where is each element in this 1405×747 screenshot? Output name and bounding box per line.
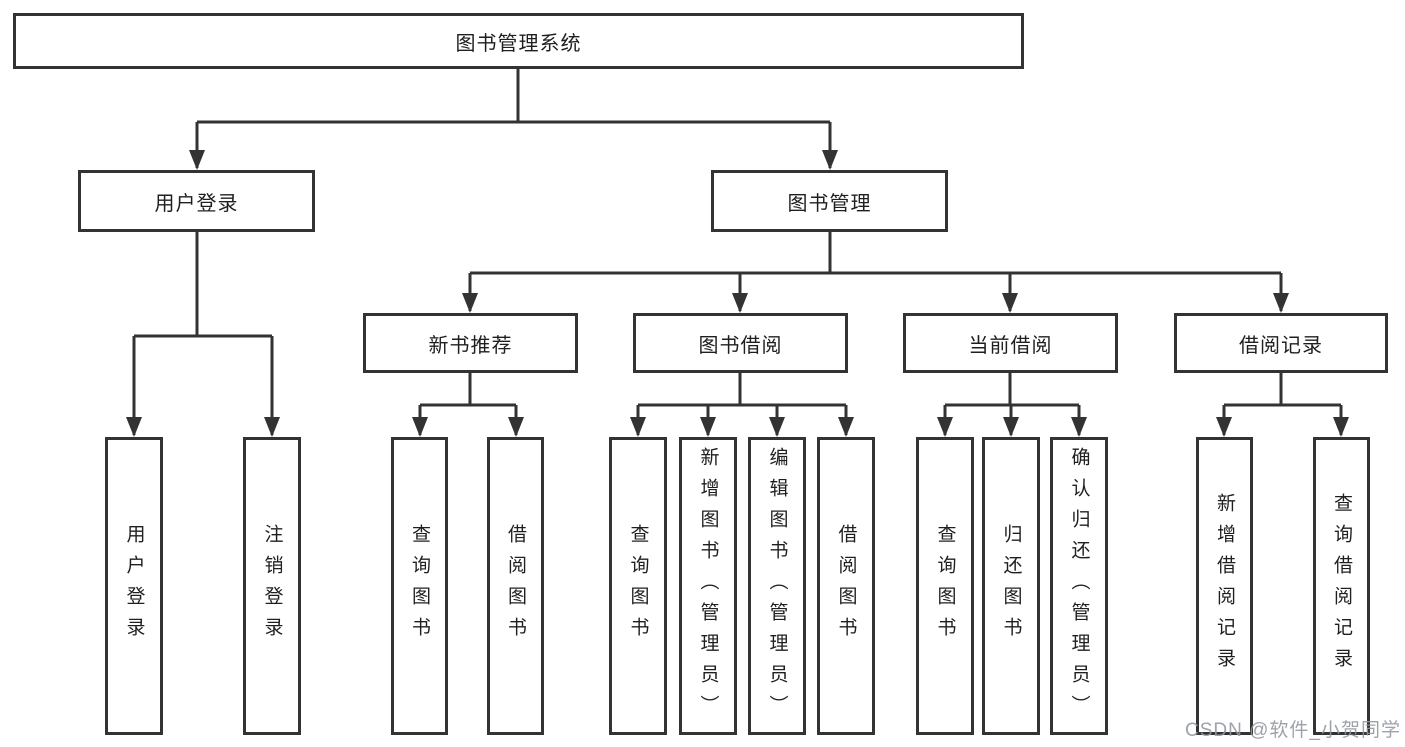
leaf-query-borrow-record: 查询借阅记录 (1313, 437, 1370, 735)
node-label: 查询图书 (409, 524, 430, 648)
leaf-logout: 注销登录 (243, 437, 301, 735)
node-label: 编辑图书（管理员） (766, 446, 788, 726)
node-label: 查询图书 (627, 524, 649, 648)
node-label: 用户登录 (123, 524, 145, 648)
leaf-borrow-books-recommend: 借阅图书 (487, 437, 544, 735)
node-label: 当前借阅 (968, 334, 1053, 357)
leaf-user-login: 用户登录 (105, 437, 163, 735)
node-borrowing-records: 借阅记录 (1174, 313, 1388, 373)
node-label: 新增图书（管理员） (697, 446, 719, 726)
node-new-book-recommend: 新书推荐 (363, 313, 578, 373)
node-user-login: 用户登录 (78, 170, 315, 232)
node-book-management: 图书管理 (711, 170, 948, 232)
node-label: 借阅图书 (505, 524, 526, 648)
connector-paths (132, 69, 1343, 435)
leaf-query-books-borrow: 查询图书 (609, 437, 667, 735)
node-library-system: 图书管理系统 (13, 13, 1024, 69)
arrowheads (126, 150, 1349, 437)
node-label: 借阅记录 (1239, 334, 1323, 357)
node-label: 新增借阅记录 (1214, 493, 1235, 679)
node-label: 确认归还（管理员） (1068, 446, 1090, 726)
leaf-query-books-current: 查询图书 (916, 437, 974, 735)
csdn-watermark: CSDN @软件_小贺同学 (1185, 720, 1401, 741)
node-book-borrowing: 图书借阅 (633, 313, 848, 373)
node-label: 借阅图书 (835, 524, 857, 648)
node-label: 查询图书 (934, 524, 956, 648)
leaf-borrow-books: 借阅图书 (817, 437, 875, 735)
node-label: 用户登录 (154, 192, 239, 215)
node-label: 图书借阅 (698, 334, 783, 357)
leaf-add-borrow-record: 新增借阅记录 (1196, 437, 1253, 735)
leaf-confirm-return-admin: 确认归还（管理员） (1050, 437, 1108, 735)
leaf-return-book: 归还图书 (982, 437, 1040, 735)
node-label: 新书推荐 (428, 334, 513, 357)
node-label: 归还图书 (1000, 524, 1022, 648)
node-label: 注销登录 (261, 524, 283, 648)
node-label: 图书管理 (787, 192, 872, 215)
node-label: 查询借阅记录 (1331, 493, 1352, 679)
leaf-query-books-recommend: 查询图书 (391, 437, 448, 735)
node-current-borrowing: 当前借阅 (903, 313, 1118, 373)
node-label: 图书管理系统 (455, 32, 582, 55)
leaf-edit-book-admin: 编辑图书（管理员） (748, 437, 806, 735)
leaf-add-book-admin: 新增图书（管理员） (679, 437, 737, 735)
